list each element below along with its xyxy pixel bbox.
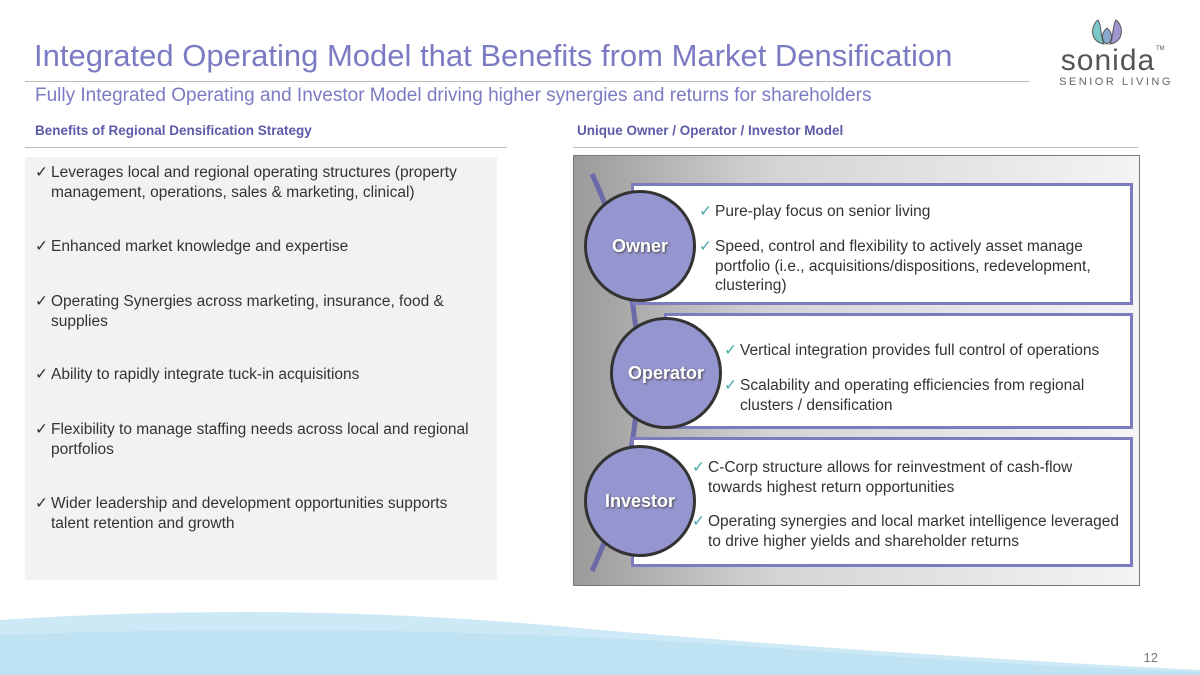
operator-circle: Operator	[610, 317, 722, 429]
page-number: 12	[1143, 650, 1158, 665]
bullet-text: Speed, control and flexibility to active…	[715, 238, 1091, 294]
benefit-item: ✓Wider leadership and development opport…	[35, 494, 475, 533]
benefit-item: ✓Leverages local and regional operating …	[35, 163, 475, 202]
svg-text:TM: TM	[1156, 46, 1165, 52]
bullet-text: Operating synergies and local market int…	[708, 513, 1119, 550]
right-header-rule	[573, 147, 1138, 148]
title-divider	[25, 81, 1030, 82]
benefit-text: Ability to rapidly integrate tuck-in acq…	[51, 366, 360, 383]
owner-box: ✓Pure-play focus on senior living ✓Speed…	[631, 183, 1133, 305]
owner-bullet: ✓Pure-play focus on senior living	[699, 202, 1119, 222]
operator-bullet: ✓Vertical integration provides full cont…	[724, 341, 1134, 361]
bullet-text: Scalability and operating efficiencies f…	[740, 377, 1085, 414]
benefit-text: Operating Synergies across marketing, in…	[51, 293, 444, 330]
benefit-item: ✓Flexibility to manage staffing needs ac…	[35, 420, 475, 459]
benefit-text: Wider leadership and development opportu…	[51, 495, 448, 532]
benefit-item: ✓Operating Synergies across marketing, i…	[35, 292, 455, 331]
investor-box: ✓C-Corp structure allows for reinvestmen…	[631, 437, 1133, 567]
check-icon: ✓	[35, 238, 48, 255]
investor-bullet: ✓C-Corp structure allows for reinvestmen…	[692, 458, 1112, 497]
owner-circle: Owner	[584, 190, 696, 302]
check-icon: ✓	[35, 366, 48, 383]
owner-bullet: ✓Speed, control and flexibility to activ…	[699, 237, 1119, 296]
bullet-text: Vertical integration provides full contr…	[740, 342, 1100, 359]
right-section-header: Unique Owner / Operator / Investor Model	[577, 123, 844, 138]
operator-box: ✓Vertical integration provides full cont…	[664, 313, 1133, 429]
benefits-panel: ✓Leverages local and regional operating …	[25, 157, 497, 580]
benefit-text: Enhanced market knowledge and expertise	[51, 238, 349, 255]
left-header-rule	[25, 147, 507, 148]
operator-bullet: ✓Scalability and operating efficiencies …	[724, 376, 1124, 415]
left-section-header: Benefits of Regional Densification Strat…	[35, 123, 312, 138]
footer-wave	[0, 612, 1200, 675]
benefit-item: ✓Enhanced market knowledge and expertise	[35, 237, 475, 257]
benefit-text: Flexibility to manage staffing needs acr…	[51, 421, 469, 458]
slide-title: Integrated Operating Model that Benefits…	[34, 38, 953, 73]
model-diagram: ✓Pure-play focus on senior living ✓Speed…	[573, 155, 1140, 586]
bullet-text: Pure-play focus on senior living	[715, 203, 931, 220]
check-icon: ✓	[35, 421, 48, 438]
benefit-item: ✓Ability to rapidly integrate tuck-in ac…	[35, 365, 475, 385]
check-icon: ✓	[724, 377, 737, 394]
slide-subtitle: Fully Integrated Operating and Investor …	[35, 85, 872, 106]
check-icon: ✓	[35, 495, 48, 512]
bullet-text: C-Corp structure allows for reinvestment…	[708, 459, 1073, 496]
check-icon: ✓	[699, 238, 712, 255]
benefit-text: Leverages local and regional operating s…	[51, 164, 457, 201]
check-icon: ✓	[724, 342, 737, 359]
investor-bullet: ✓Operating synergies and local market in…	[692, 512, 1122, 551]
svg-text:sonida: sonida	[1061, 44, 1155, 77]
sonida-logo: sonida TM SENIOR LIVING	[1030, 14, 1190, 94]
check-icon: ✓	[692, 459, 705, 476]
check-icon: ✓	[692, 513, 705, 530]
check-icon: ✓	[35, 164, 48, 181]
check-icon: ✓	[699, 203, 712, 220]
svg-text:SENIOR LIVING: SENIOR LIVING	[1059, 76, 1173, 88]
investor-circle: Investor	[584, 445, 696, 557]
check-icon: ✓	[35, 293, 48, 310]
